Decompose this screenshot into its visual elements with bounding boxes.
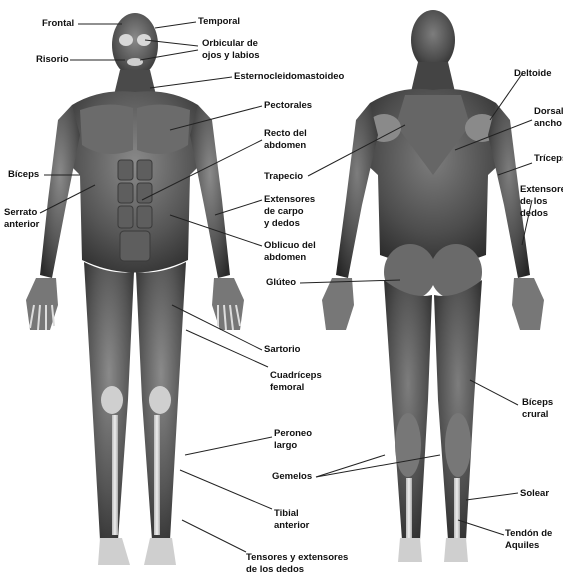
label-tibial: Tibial anterior [274, 508, 309, 532]
back-left-foot [398, 538, 422, 562]
front-left-arm [40, 105, 80, 278]
front-neck [114, 70, 156, 95]
front-right-tibia [154, 415, 160, 535]
back-left-achilles [406, 478, 412, 538]
front-left-knee [101, 386, 123, 414]
front-mouth [127, 58, 143, 66]
label-cuadriceps: Cuadríceps femoral [270, 370, 322, 394]
back-right-foot [444, 538, 468, 562]
front-figure [26, 13, 244, 565]
back-right-achilles [454, 478, 460, 538]
label-oblicuo: Oblicuo del abdomen [264, 240, 316, 264]
label-triceps: Tríceps [534, 153, 563, 165]
label-extensores-dedos: Extensores de los dedos [520, 184, 563, 220]
front-right-pectoral [137, 104, 190, 154]
front-right-arm [190, 105, 230, 278]
label-tendon-aquiles: Tendón de Aquiles [505, 528, 552, 552]
front-right-foot [144, 538, 176, 565]
label-biceps: Bíceps [8, 169, 39, 181]
label-esternocleidomastoideo: Esternocleidomastoideo [234, 71, 344, 83]
back-right-hand [512, 278, 544, 330]
label-temporal: Temporal [198, 16, 240, 28]
front-left-foot [98, 538, 130, 565]
back-left-hand [322, 278, 354, 330]
label-deltoide: Deltoide [514, 68, 551, 80]
label-recto-abdomen: Recto del abdomen [264, 128, 307, 152]
label-dorsal: Dorsal ancho [534, 106, 563, 130]
label-sartorio: Sartorio [264, 344, 300, 356]
label-frontal: Frontal [42, 18, 74, 30]
label-pectorales: Pectorales [264, 100, 312, 112]
back-left-arm [336, 103, 378, 278]
front-hand-bones [30, 305, 240, 330]
label-gemelos: Gemelos [272, 471, 312, 483]
label-solear: Solear [520, 488, 549, 500]
label-tensores: Tensores y extensores de los dedos [246, 552, 348, 576]
label-extensores-carpo: Extensores de carpo y dedos [264, 194, 315, 230]
label-risorio: Risorio [36, 54, 69, 66]
front-left-tibia [112, 415, 118, 535]
back-head [411, 10, 455, 70]
label-gluteo: Glúteo [266, 277, 296, 289]
label-orbicular: Orbicular de ojos y labios [202, 38, 260, 62]
back-right-calf [445, 413, 471, 477]
front-right-knee [149, 386, 171, 414]
label-serrato: Serrato anterior [4, 207, 39, 231]
back-neck [411, 62, 455, 92]
front-left-eye-socket [119, 34, 133, 46]
label-biceps-crural: Bíceps crural [522, 397, 553, 421]
label-peroneo: Peroneo largo [274, 428, 312, 452]
label-trapecio: Trapecio [264, 171, 303, 183]
front-left-pectoral [80, 104, 133, 154]
back-figure [322, 10, 544, 562]
front-head [112, 13, 158, 77]
back-left-calf [395, 413, 421, 477]
